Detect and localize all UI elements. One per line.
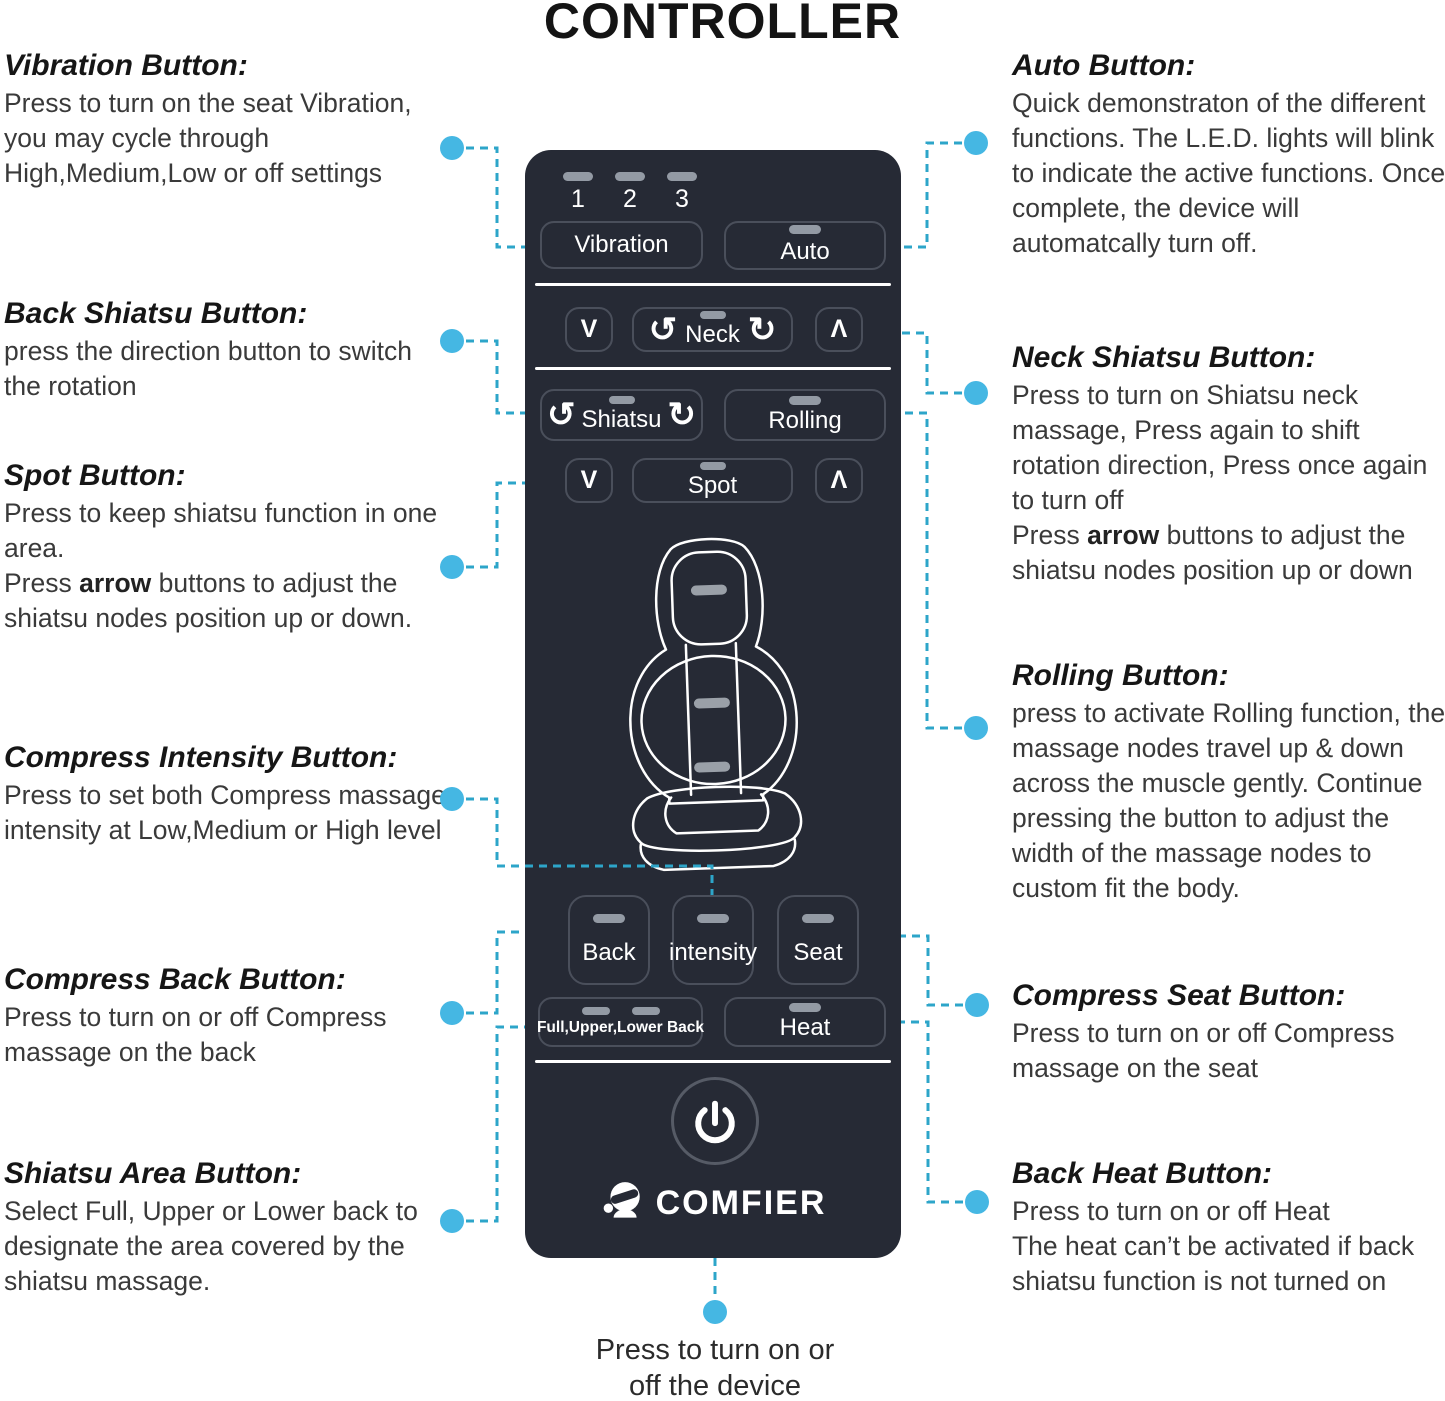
led-number: 2 bbox=[623, 185, 637, 213]
annotation-heading: Compress Intensity Button: bbox=[4, 741, 398, 774]
led-light bbox=[789, 225, 821, 234]
annotation-back-heat-button: Back Heat Button: Press to turn on or of… bbox=[1012, 1156, 1445, 1299]
led-light bbox=[788, 1002, 821, 1012]
annotation-body: Press to turn on or off Compress massage… bbox=[4, 1002, 387, 1067]
remote-controller: 1 2 3 Vibration Auto V ↺ Neck bbox=[525, 150, 901, 1258]
neck-button[interactable]: ↺ Neck ↻ bbox=[632, 307, 793, 352]
annotation-back-shiatsu-button: Back Shiatsu Button: press the direction… bbox=[4, 296, 454, 404]
intensity-button[interactable]: intensity bbox=[669, 895, 757, 985]
annotation-spot-button: Spot Button: Press to keep shiatsu funct… bbox=[4, 458, 454, 636]
up-arrow-icon: Λ bbox=[830, 466, 848, 494]
seat-button[interactable]: Seat bbox=[777, 895, 859, 985]
heat-button[interactable]: Heat bbox=[724, 997, 886, 1047]
divider bbox=[535, 1060, 891, 1063]
power-button[interactable] bbox=[671, 1077, 759, 1165]
annotation-heading: Compress Back Button: bbox=[4, 963, 346, 996]
up-arrow-icon: Λ bbox=[830, 315, 848, 343]
led-light bbox=[697, 913, 729, 923]
power-icon bbox=[695, 1100, 735, 1144]
divider bbox=[535, 367, 891, 370]
spot-button[interactable]: Spot bbox=[632, 458, 793, 503]
annotation-rolling-button: Rolling Button: press to activate Rollin… bbox=[1012, 658, 1445, 906]
annotation-shiatsu-area-button: Shiatsu Area Button: Select Full, Upper … bbox=[4, 1156, 454, 1299]
led-indicator-3: 3 bbox=[662, 172, 702, 214]
led-light bbox=[581, 1007, 610, 1015]
brand-name: COMFIER bbox=[655, 1183, 827, 1222]
annotation-heading: Neck Shiatsu Button: bbox=[1012, 341, 1316, 374]
shiatsu-area-button[interactable]: Full,Upper,Lower Back bbox=[537, 997, 704, 1047]
rotate-cw-icon: ↻ bbox=[747, 310, 777, 349]
annotation-body: Press to turn on or off Heat The heat ca… bbox=[1012, 1196, 1415, 1296]
annotation-heading: Back Heat Button: bbox=[1012, 1157, 1273, 1190]
annotation-heading: Rolling Button: bbox=[1012, 659, 1229, 692]
page-title: CONTROLLER bbox=[543, 0, 902, 49]
annotation-body: Press to turn on Shiatsu neck massage, P… bbox=[1012, 380, 1428, 585]
power-caption: Press to turn on or off the device bbox=[595, 1334, 835, 1401]
annotation-compress-back-button: Compress Back Button: Press to turn on o… bbox=[4, 962, 454, 1070]
spot-down-button[interactable]: V bbox=[565, 458, 613, 503]
robot-icon bbox=[603, 1182, 640, 1218]
rolling-button[interactable]: Rolling bbox=[724, 389, 886, 441]
neck-down-button[interactable]: V bbox=[565, 307, 613, 352]
annotation-compress-seat-button: Compress Seat Button: Press to turn on o… bbox=[1012, 978, 1445, 1086]
down-arrow-icon: V bbox=[580, 315, 598, 343]
led-number: 3 bbox=[675, 185, 689, 213]
annotation-vibration-button: Vibration Button: Press to turn on the s… bbox=[4, 48, 454, 191]
spot-up-button[interactable]: Λ bbox=[815, 458, 863, 503]
down-arrow-icon: V bbox=[580, 466, 598, 494]
annotation-body: Press to keep shiatsu function in one ar… bbox=[4, 498, 438, 633]
annotation-compress-intensity-button: Compress Intensity Button: Press to set … bbox=[4, 740, 454, 848]
led-light bbox=[563, 172, 593, 181]
annotation-heading: Spot Button: bbox=[4, 459, 186, 492]
neck-up-button[interactable]: Λ bbox=[815, 307, 863, 352]
led-light bbox=[592, 913, 625, 923]
annotation-body: Quick demonstraton of the different func… bbox=[1012, 88, 1445, 258]
rotate-ccw-icon: ↺ bbox=[648, 310, 678, 349]
divider bbox=[535, 283, 891, 286]
rotate-cw-icon: ↻ bbox=[667, 396, 697, 434]
led-light bbox=[667, 172, 697, 181]
led-light bbox=[631, 1007, 660, 1015]
led-light bbox=[789, 395, 821, 405]
annotation-heading: Shiatsu Area Button: bbox=[4, 1157, 302, 1190]
comfier-logo: COMFIER bbox=[525, 1180, 901, 1226]
annotation-body: Press to set both Compress massage inten… bbox=[4, 780, 446, 845]
annotation-neck-shiatsu-button: Neck Shiatsu Button: Press to turn on Sh… bbox=[1012, 340, 1445, 588]
rotate-ccw-icon: ↺ bbox=[546, 396, 576, 434]
back-button[interactable]: Back bbox=[568, 895, 650, 985]
annotation-body: Press to turn on or off Compress massage… bbox=[1012, 1018, 1395, 1083]
annotation-body: Select Full, Upper or Lower back to desi… bbox=[4, 1196, 418, 1296]
led-light bbox=[615, 172, 645, 181]
led-light bbox=[699, 461, 726, 470]
annotation-heading: Compress Seat Button: bbox=[1012, 979, 1346, 1012]
annotation-body: press to activate Rolling function, the … bbox=[1012, 698, 1445, 903]
annotation-heading: Auto Button: bbox=[1012, 49, 1196, 82]
led-light bbox=[699, 310, 726, 319]
annotation-auto-button: Auto Button: Quick demonstraton of the d… bbox=[1012, 48, 1445, 261]
led-indicator-1: 1 bbox=[558, 172, 598, 214]
shiatsu-button[interactable]: ↺ Shiatsu ↻ bbox=[540, 389, 703, 441]
vibration-button[interactable]: Vibration bbox=[540, 221, 703, 269]
led-light bbox=[608, 396, 635, 404]
led-light bbox=[802, 913, 834, 923]
annotation-heading: Back Shiatsu Button: bbox=[4, 297, 308, 330]
seat-graphic bbox=[629, 537, 803, 872]
annotation-body: press the direction button to switch the… bbox=[4, 336, 413, 401]
led-number: 1 bbox=[571, 185, 585, 213]
annotation-heading: Vibration Button: bbox=[4, 49, 248, 82]
led-indicator-2: 2 bbox=[610, 172, 650, 214]
annotation-body: Press to turn on the seat Vibration, you… bbox=[4, 88, 412, 188]
auto-button[interactable]: Auto bbox=[724, 221, 886, 270]
